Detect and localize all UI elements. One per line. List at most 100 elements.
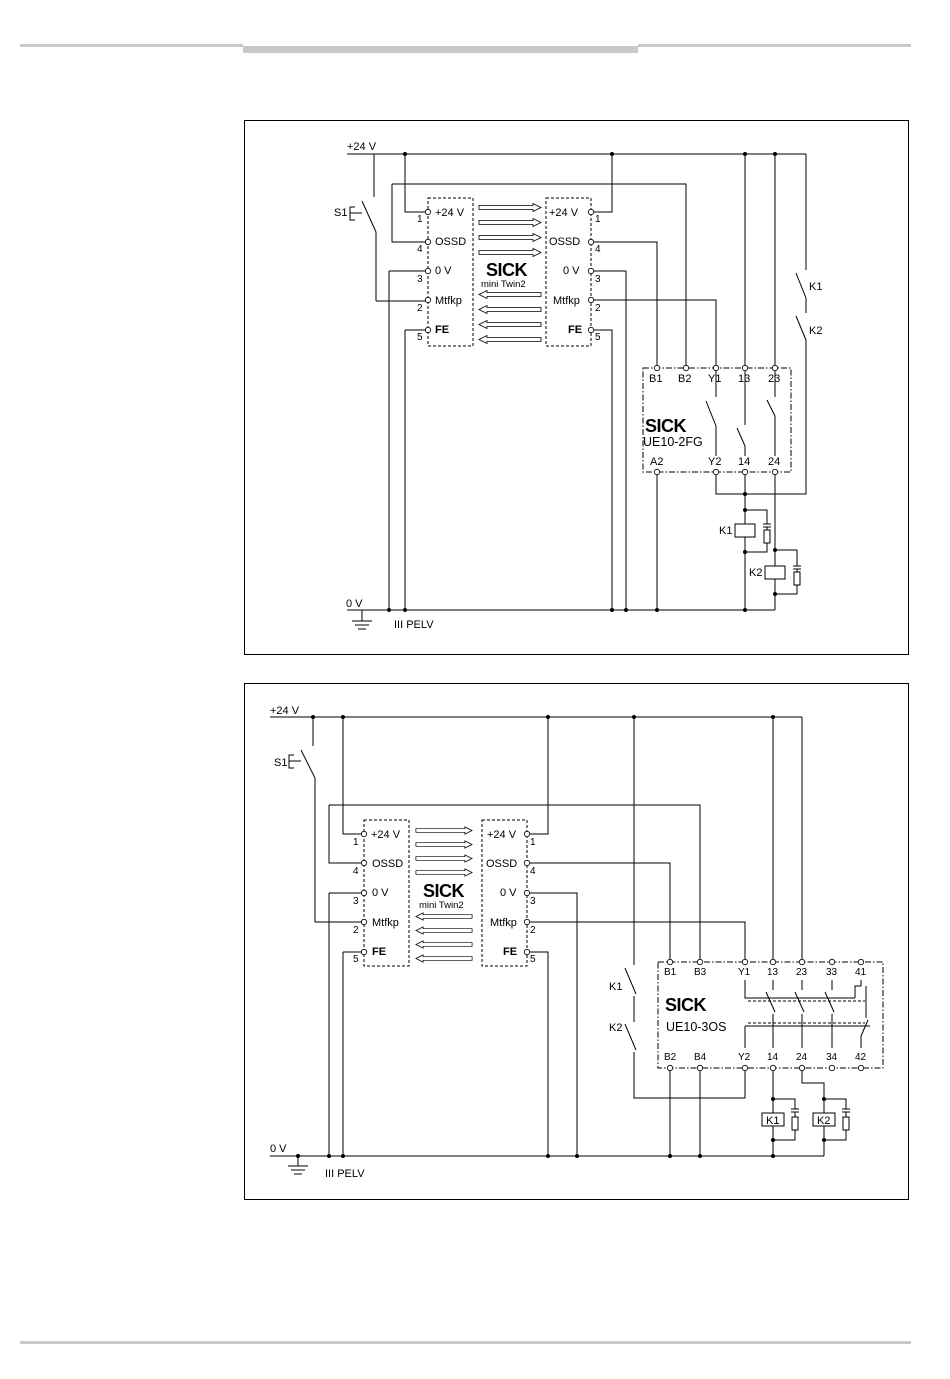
svg-text:13: 13 <box>738 373 750 385</box>
svg-text:A2: A2 <box>650 456 663 468</box>
svg-text:1: 1 <box>530 837 536 848</box>
svg-text:4: 4 <box>530 866 536 877</box>
d1-device-name: mini Twin2 <box>481 279 526 290</box>
svg-text:13: 13 <box>767 967 779 978</box>
svg-text:Mtfkp: Mtfkp <box>372 917 399 929</box>
svg-text:Y1: Y1 <box>738 967 751 978</box>
diagram-1-ue10-2fg: +24 V 0 V III PELV S1 +24 V OSSD 0 V Mtf… <box>244 120 909 655</box>
d1-supply-label: +24 V <box>347 141 377 153</box>
d2-device-name: mini Twin2 <box>419 900 464 911</box>
d2-s1-switch <box>288 717 364 923</box>
svg-text:FE: FE <box>435 324 449 336</box>
svg-text:33: 33 <box>826 967 838 978</box>
svg-text:4: 4 <box>353 866 359 877</box>
d2-s1-label: S1 <box>274 757 287 769</box>
svg-text:23: 23 <box>768 373 780 385</box>
d1-k2-contact-label: K2 <box>809 325 822 337</box>
d1-k1-contact-label: K1 <box>809 281 822 293</box>
svg-text:Mtfkp: Mtfkp <box>435 295 462 307</box>
d2-k1-contact-label: K1 <box>609 981 622 993</box>
d2-module-model: UE10-3OS <box>666 1020 726 1034</box>
svg-text:2: 2 <box>353 925 359 936</box>
d2-k2-coil-label: K2 <box>817 1115 830 1127</box>
svg-text:+24 V: +24 V <box>371 829 401 841</box>
svg-text:42: 42 <box>855 1052 867 1063</box>
svg-text:B1: B1 <box>664 967 677 978</box>
svg-text:0 V: 0 V <box>372 887 389 899</box>
svg-text:B3: B3 <box>694 967 707 978</box>
svg-text:41: 41 <box>855 967 867 978</box>
svg-text:OSSD: OSSD <box>435 236 466 248</box>
svg-text:+24 V: +24 V <box>487 829 517 841</box>
d1-k2-coil-label: K2 <box>749 567 762 579</box>
svg-text:3: 3 <box>353 896 359 907</box>
d2-module-terminals-top: B1 B3 Y1 13 23 33 41 <box>664 958 867 978</box>
svg-text:14: 14 <box>767 1052 779 1063</box>
diagram-1-frame <box>244 120 909 655</box>
svg-text:B2: B2 <box>664 1052 677 1063</box>
svg-text:Y1: Y1 <box>708 373 721 385</box>
svg-text:5: 5 <box>530 954 536 965</box>
svg-text:FE: FE <box>568 324 582 336</box>
svg-text:4: 4 <box>417 244 423 255</box>
d2-sender-pins: +24 V OSSD 0 V Mtfkp FE 1 4 3 2 5 <box>353 829 403 965</box>
footer-rule <box>20 1341 911 1344</box>
header-rule-left <box>20 44 243 47</box>
svg-text:B4: B4 <box>694 1052 707 1063</box>
d2-k1-coil-label: K1 <box>766 1115 779 1127</box>
svg-text:OSSD: OSSD <box>372 858 403 870</box>
svg-text:24: 24 <box>768 456 780 468</box>
d1-sender-pins: +24 V OSSD 0 V Mtfkp FE 1 4 3 2 5 <box>417 207 466 343</box>
svg-text:23: 23 <box>796 967 808 978</box>
svg-text:B1: B1 <box>649 373 662 385</box>
svg-text:5: 5 <box>417 332 423 343</box>
d2-k2-contact-label: K2 <box>609 1022 622 1034</box>
d1-module-terminals-bottom: A2 Y2 14 24 <box>650 456 780 476</box>
svg-text:0 V: 0 V <box>435 265 452 277</box>
d1-ground-label: 0 V <box>346 598 363 610</box>
d2-receiver-pins: +24 V OSSD 0 V Mtfkp FE 1 4 3 2 5 <box>486 829 536 965</box>
d1-module-model: UE10-2FG <box>643 435 703 449</box>
d2-supply-label: +24 V <box>270 705 300 717</box>
svg-text:+24 V: +24 V <box>435 207 465 219</box>
svg-text:+24 V: +24 V <box>549 207 579 219</box>
d2-ground-symbol <box>288 1156 308 1175</box>
svg-text:OSSD: OSSD <box>549 236 580 248</box>
svg-text:3: 3 <box>530 896 536 907</box>
svg-text:0 V: 0 V <box>563 265 580 277</box>
d1-k1-coil <box>734 523 756 538</box>
svg-text:2: 2 <box>417 303 423 314</box>
d2-module-terminals-bottom: B2 B4 Y2 14 24 34 42 <box>664 1052 867 1072</box>
d2-pelv-label: III PELV <box>325 1168 365 1180</box>
svg-text:5: 5 <box>595 332 601 343</box>
svg-text:3: 3 <box>595 274 601 285</box>
svg-text:1: 1 <box>417 214 423 225</box>
svg-text:3: 3 <box>417 274 423 285</box>
d1-k1-coil-label: K1 <box>719 525 732 537</box>
d1-module-logo: SICK <box>645 416 687 436</box>
header-rule-right <box>638 44 911 47</box>
svg-text:Y2: Y2 <box>738 1052 751 1063</box>
d1-module-terminals-top: B1 B2 Y1 13 23 <box>649 364 780 385</box>
svg-text:2: 2 <box>595 303 601 314</box>
svg-text:Mtfkp: Mtfkp <box>490 917 517 929</box>
d1-s1-label: S1 <box>334 207 347 219</box>
d2-module-logo: SICK <box>665 995 707 1015</box>
d1-pelv-label: III PELV <box>394 619 434 631</box>
svg-text:1: 1 <box>595 214 601 225</box>
svg-text:FE: FE <box>503 946 517 958</box>
svg-text:2: 2 <box>530 925 536 936</box>
svg-text:Y2: Y2 <box>708 456 721 468</box>
svg-text:5: 5 <box>353 954 359 965</box>
svg-text:0 V: 0 V <box>500 887 517 899</box>
d1-receiver-device <box>545 197 592 347</box>
d2-device-logo: SICK <box>423 881 465 901</box>
d1-s1-switch <box>349 154 377 301</box>
d1-device-logo: SICK <box>486 260 528 280</box>
d1-ground-symbol <box>352 610 372 630</box>
svg-text:OSSD: OSSD <box>486 858 517 870</box>
svg-text:Mtfkp: Mtfkp <box>553 295 580 307</box>
svg-text:1: 1 <box>353 837 359 848</box>
svg-text:34: 34 <box>826 1052 838 1063</box>
